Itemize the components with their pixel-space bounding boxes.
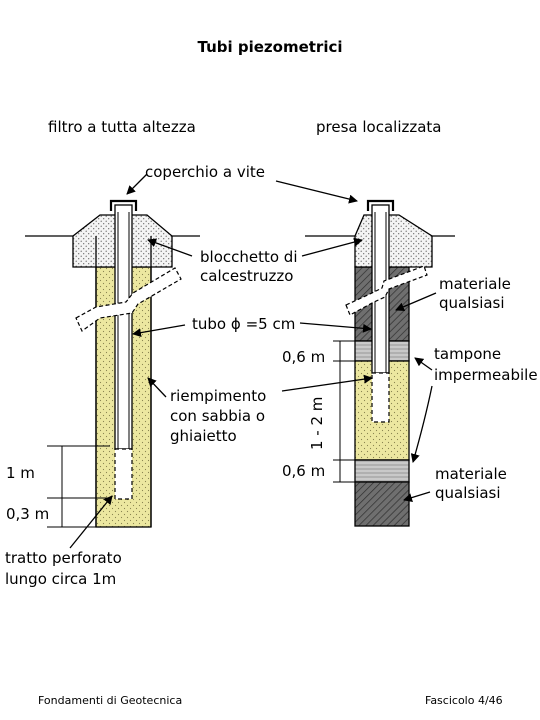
label-any-bottom-2: qualsiasi [435,484,501,502]
seal-lower [354,459,410,483]
screw-cap-left [109,199,138,211]
label-perforated-1: tratto perforato [5,549,122,567]
dim-range-label: 1 - 2 m [308,397,326,450]
arrow-tube-right [299,322,372,333]
label-perforated-2: lungo circa 1m [5,570,116,588]
dim-lower-seal-label: 0,6 m [282,462,325,480]
concrete-block-right [354,214,433,268]
break-symbol-right [345,265,428,316]
arrow-perforated [69,495,113,549]
label-fill-3: ghiaietto [170,427,237,445]
label-fill-1: riempimento [170,387,266,405]
annotations: coperchio a vite blocchetto di calcestru… [5,163,538,588]
label-seal-1: tampone [434,345,501,363]
arrow-concrete-right [301,237,363,257]
label-any-top-1: materiale [439,275,511,293]
dim-upper-seal-label: 0,6 m [282,348,325,366]
perforated-section [114,448,133,500]
footer-right: Fascicolo 4/46 [425,694,503,707]
screw-cap-right [366,199,395,211]
perforated-section-right [371,372,390,423]
footer-left: Fondamenti di Geotecnica [38,694,182,707]
right-heading: presa localizzata [316,118,442,136]
label-concrete-1: blocchetto di [200,248,298,266]
label-any-top-2: qualsiasi [439,294,505,312]
arrow-fill-right [281,374,373,392]
dim-1m-label: 1 m [6,464,35,482]
arrow-seal-upper [414,357,433,371]
label-seal-2: impermeabile [434,366,538,384]
arrow-cap-right [275,180,358,204]
arrow-seal-lower [410,385,433,463]
left-piezometer [25,199,200,528]
break-symbol-left [75,267,182,332]
label-any-bottom-1: materiale [435,465,507,483]
dim-03-label: 0,3 m [6,505,49,523]
left-heading: filtro a tutta altezza [48,118,196,136]
label-screw-cap: coperchio a vite [145,163,265,181]
label-fill-2: con sabbia o [170,407,265,425]
label-concrete-2: calcestruzzo [200,267,293,285]
arrow-tube-left [132,324,186,338]
arrow-cap-left [126,173,148,195]
arrow-fill-left [147,377,167,398]
any-material-lower [354,481,410,527]
arrow-any-top [395,292,437,312]
arrow-any-bottom [403,491,431,502]
page-title: Tubi piezometrici [198,38,343,56]
label-tube: tubo ϕ =5 cm [192,315,295,333]
arrow-concrete-left [147,238,193,257]
